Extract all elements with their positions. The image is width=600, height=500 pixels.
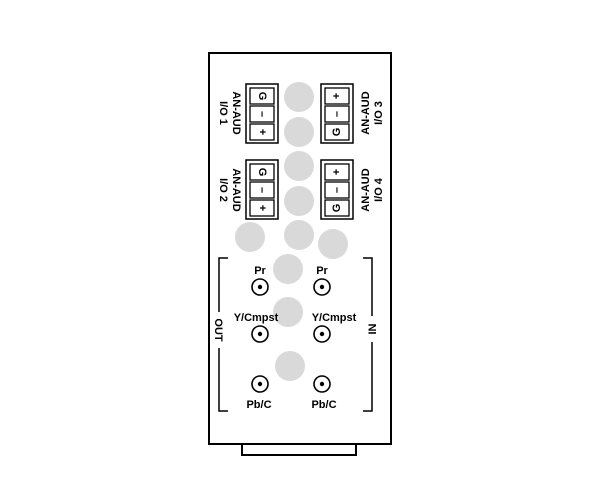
out-label: OUT bbox=[212, 318, 224, 342]
connector-label: Pb/C bbox=[311, 399, 336, 411]
panel-hole bbox=[235, 222, 265, 252]
panel-holes bbox=[235, 82, 348, 381]
terminal-pin-minus[interactable] bbox=[324, 181, 350, 199]
pin-label: G bbox=[256, 168, 268, 177]
panel-hole bbox=[284, 220, 314, 250]
pin-label: + bbox=[256, 205, 268, 211]
terminal-pin-g[interactable] bbox=[249, 163, 275, 181]
terminal-pin-minus[interactable] bbox=[249, 181, 275, 199]
video-in-y-cmpst: Y/Cmpst bbox=[312, 312, 357, 343]
bracket-line bbox=[218, 257, 228, 412]
connector-label: Y/Cmpst bbox=[312, 312, 357, 324]
bnc-connector-icon[interactable] bbox=[251, 375, 269, 393]
pin-label: G bbox=[256, 92, 268, 101]
an-aud-label: AN-AUD bbox=[230, 168, 242, 211]
video-in-bracket: IN bbox=[363, 257, 379, 412]
pin-label: – bbox=[256, 111, 268, 117]
connector-label: Pr bbox=[254, 265, 266, 277]
an-aud-io-2-block: G – + AN-AUD I/O 2 bbox=[217, 159, 279, 220]
an-aud-label: AN-AUD bbox=[360, 168, 372, 211]
bnc-connector-icon[interactable] bbox=[313, 278, 331, 296]
bnc-connector-icon[interactable] bbox=[251, 278, 269, 296]
terminal-pin-plus[interactable] bbox=[324, 87, 350, 105]
panel-hole bbox=[273, 297, 303, 327]
pin-label: + bbox=[256, 129, 268, 135]
panel-hole bbox=[318, 229, 348, 259]
terminal-pin-plus[interactable] bbox=[249, 199, 275, 217]
pin-label: – bbox=[331, 111, 343, 117]
bnc-connector-icon[interactable] bbox=[313, 375, 331, 393]
video-out-bracket: OUT bbox=[212, 257, 228, 412]
connector-label: Y/Cmpst bbox=[234, 312, 279, 324]
video-out-y-cmpst: Y/Cmpst bbox=[234, 312, 279, 343]
bnc-connector-icon[interactable] bbox=[251, 325, 269, 343]
terminal-pin-minus[interactable] bbox=[324, 105, 350, 123]
an-aud-io-4-block: + – G AN-AUD I/O 4 bbox=[320, 159, 385, 220]
terminal-pin-plus[interactable] bbox=[324, 163, 350, 181]
video-out-pr: Pr bbox=[251, 265, 269, 296]
connector-label: Pr bbox=[316, 265, 328, 277]
io-label: I/O 2 bbox=[217, 178, 229, 202]
an-aud-label: AN-AUD bbox=[230, 91, 242, 134]
pin-label: – bbox=[331, 187, 343, 193]
terminal-pin-g[interactable] bbox=[249, 87, 275, 105]
pin-label: + bbox=[331, 93, 343, 99]
panel-hole bbox=[275, 351, 305, 381]
pin-label: G bbox=[331, 128, 343, 137]
panel-bottom-tab bbox=[241, 444, 357, 456]
video-in-pb-c: Pb/C bbox=[311, 375, 337, 411]
an-aud-io-3-block: + – G AN-AUD I/O 3 bbox=[320, 83, 385, 144]
panel-hole bbox=[284, 82, 314, 112]
an-aud-label: AN-AUD bbox=[360, 91, 372, 134]
bnc-connector-icon[interactable] bbox=[313, 325, 331, 343]
io-label: I/O 3 bbox=[373, 101, 385, 125]
terminal-pin-minus[interactable] bbox=[249, 105, 275, 123]
in-label: IN bbox=[367, 323, 379, 334]
io-label: I/O 4 bbox=[373, 177, 385, 202]
pin-label: + bbox=[331, 169, 343, 175]
terminal-pin-plus[interactable] bbox=[249, 123, 275, 141]
pin-label: G bbox=[331, 204, 343, 213]
video-in-pr: Pr bbox=[313, 265, 331, 296]
connector-label: Pb/C bbox=[246, 399, 271, 411]
io-label: I/O 1 bbox=[217, 101, 229, 125]
terminal-pin-g[interactable] bbox=[324, 199, 350, 217]
panel-hole bbox=[284, 186, 314, 216]
panel-hole bbox=[284, 117, 314, 147]
panel-hole bbox=[284, 151, 314, 181]
terminal-pin-g[interactable] bbox=[324, 123, 350, 141]
bracket-line bbox=[363, 257, 373, 412]
an-aud-io-1-block: G – + AN-AUD I/O 1 bbox=[217, 83, 279, 144]
pin-label: – bbox=[256, 187, 268, 193]
panel-hole bbox=[273, 254, 303, 284]
video-out-pb-c: Pb/C bbox=[246, 375, 272, 411]
